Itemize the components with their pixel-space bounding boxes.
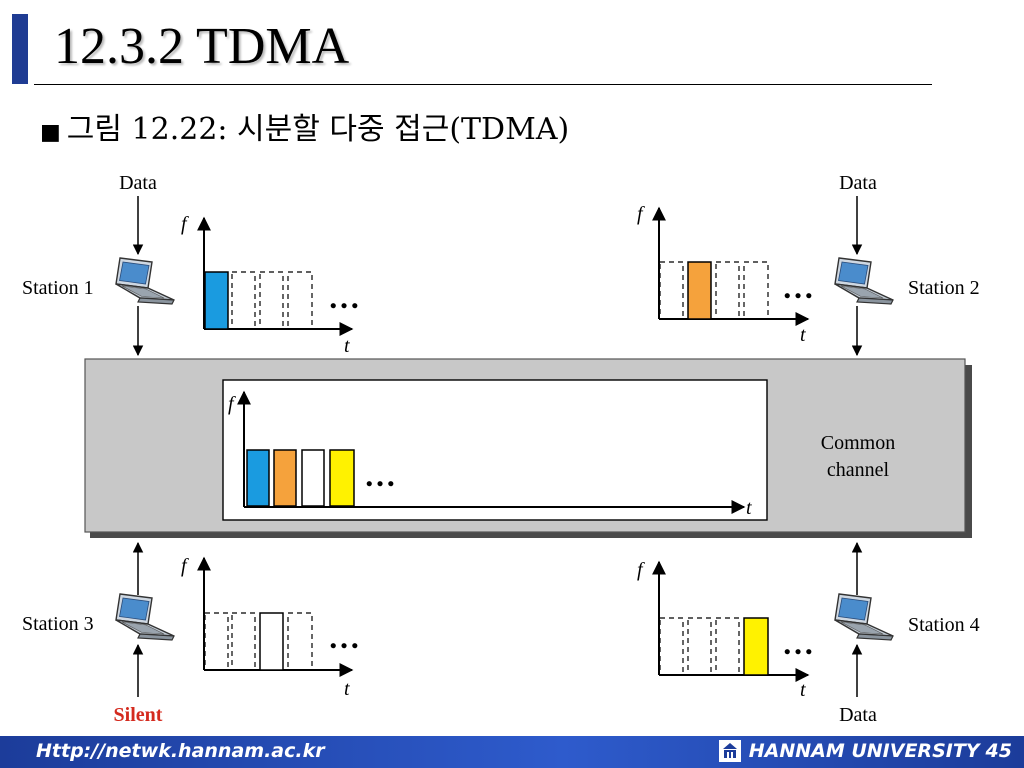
station4-ellipsis: … — [782, 625, 814, 661]
station1-empty-slots — [231, 271, 313, 330]
station1-laptop-icon — [115, 257, 175, 305]
station4-t-label: t — [800, 679, 806, 701]
station3-silent-slot — [259, 612, 284, 671]
bullet-text: 그림 12.22: 시분할 다중 접근(TDMA) — [66, 112, 570, 147]
channel-slot-station3 — [301, 449, 325, 507]
station2-f-label: f — [637, 203, 645, 225]
footer-url-link[interactable]: Http://netwk.hannam.ac.kr — [36, 740, 325, 762]
station4-empty-slots — [659, 617, 740, 676]
station2-empty-slots — [659, 261, 769, 320]
bullet-square-icon: ■ — [40, 120, 61, 145]
station1-f-label: f — [181, 213, 189, 235]
channel-slot-station4 — [329, 449, 355, 507]
station2-ellipsis: … — [782, 269, 814, 305]
station2-label: Station 2 — [908, 277, 980, 299]
channel-ellipsis: … — [364, 457, 396, 493]
station1-active-slot — [204, 271, 229, 330]
station2-data-label: Data — [839, 172, 877, 194]
bullet-item: ■그림 12.22: 시분할 다중 접근(TDMA) — [40, 110, 569, 153]
station4-data-label: Data — [839, 704, 877, 726]
station3-empty-slots — [204, 612, 313, 671]
channel-slot-station1 — [246, 449, 270, 507]
station3-ellipsis: … — [328, 619, 360, 655]
station4-laptop-icon — [834, 593, 894, 641]
station2-laptop-icon — [834, 257, 894, 305]
station3-silent-label: Silent — [114, 704, 163, 726]
station3-laptop-icon — [115, 593, 175, 641]
station2-active-slot — [687, 261, 712, 320]
station3-label: Station 3 — [22, 613, 94, 635]
station4-f-label: f — [637, 559, 645, 581]
common-channel-label-1: Common — [821, 432, 895, 454]
channel-t-label: t — [746, 497, 752, 519]
title-accent-bar — [12, 14, 28, 84]
station1-data-label: Data — [119, 172, 157, 194]
station2-t-label: t — [800, 324, 806, 346]
station3-t-label: t — [344, 678, 350, 700]
station3-f-label: f — [181, 555, 189, 577]
channel-f-label: f — [228, 393, 236, 415]
university-logo-icon — [718, 740, 741, 762]
page-number: 45 — [985, 740, 1012, 762]
university-name: HANNAM UNIVERSITY — [748, 740, 980, 762]
station1-ellipsis: … — [328, 279, 360, 315]
slide-title: 12.3.2 TDMA — [54, 18, 350, 75]
tdma-diagram: Common channel f t … Data Station 1 f t … — [22, 172, 980, 726]
station4-active-slot — [743, 617, 769, 676]
footer-bar: Http://netwk.hannam.ac.kr HANNAM UNIVERS… — [0, 736, 1024, 768]
common-channel-label-2: channel — [827, 459, 890, 481]
station4-label: Station 4 — [908, 614, 980, 636]
channel-slot-station2 — [273, 449, 297, 507]
station1-t-label: t — [344, 335, 350, 357]
title-underline — [34, 84, 932, 85]
station1-label: Station 1 — [22, 277, 94, 299]
footer-branding: HANNAM UNIVERSITY 45 — [718, 740, 1012, 762]
